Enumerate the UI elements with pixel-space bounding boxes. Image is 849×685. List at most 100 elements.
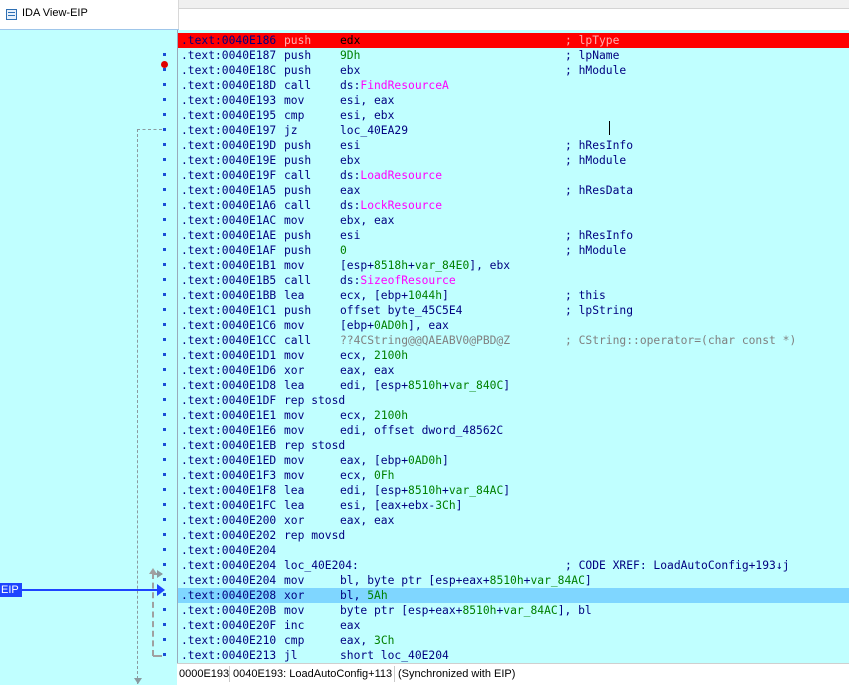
status-location: 0040E193: LoadAutoConfig+113	[233, 668, 393, 680]
line-operands[interactable]: offset byte_45C5E4	[340, 303, 462, 318]
code-line[interactable]: .text:0040E204	[178, 543, 849, 558]
operand-token: 3Ch	[435, 499, 456, 512]
line-operands[interactable]: eax, eax	[340, 513, 394, 528]
line-operands[interactable]: eax	[340, 618, 360, 633]
breakpoint-icon[interactable]	[161, 61, 168, 68]
line-operands[interactable]: ecx, [ebp+1044h]	[340, 288, 449, 303]
line-operands[interactable]: edi, offset dword_48562C	[340, 423, 503, 438]
line-operands[interactable]: 0	[340, 243, 347, 258]
line-operands[interactable]: eax, [ebp+0AD0h]	[340, 453, 449, 468]
operand-token: 8510h	[408, 484, 443, 497]
operand-token: bl,	[340, 589, 368, 602]
line-operands[interactable]: bl, byte ptr [esp+eax+8510h+var_84AC]	[340, 573, 592, 588]
line-dot-icon	[163, 443, 166, 446]
line-operands[interactable]: ds:SizeofResource	[340, 273, 456, 288]
line-address: .text:0040E1AC	[181, 214, 277, 227]
line-operands[interactable]: esi, eax	[340, 93, 394, 108]
line-address: .text:0040E1C6	[181, 319, 277, 332]
line-dot-icon	[163, 68, 166, 71]
line-operands[interactable]: bl, 5Ah	[340, 588, 388, 603]
line-operands[interactable]: ecx, 2100h	[340, 348, 408, 363]
line-operands[interactable]: esi, ebx	[340, 108, 394, 123]
line-operands[interactable]: ??4CString@@QAEABV0@PBD@Z	[340, 333, 510, 348]
line-operands[interactable]: edi, [esp+8510h+var_84AC]	[340, 483, 510, 498]
line-operands[interactable]: eax, 3Ch	[340, 633, 394, 648]
line-operands[interactable]: [ebp+0AD0h], eax	[340, 318, 449, 333]
line-operands[interactable]: eax	[340, 183, 360, 198]
line-operands[interactable]: ebx	[340, 63, 360, 78]
eip-arrow-line	[22, 589, 158, 591]
line-operands[interactable]: esi, [eax+ebx-3Ch]	[340, 498, 462, 513]
line-operands[interactable]: loc_40EA29	[340, 123, 408, 138]
line-address: .text:0040E1D8	[181, 379, 277, 392]
loop-arrow-up-icon	[149, 568, 157, 574]
line-operands[interactable]: ds:LockResource	[340, 198, 442, 213]
line-operands[interactable]: ebx	[340, 153, 360, 168]
line-operands[interactable]: esi	[340, 138, 360, 153]
line-operands[interactable]: ds:FindResourceA	[340, 78, 449, 93]
line-operands[interactable]: esi	[340, 228, 360, 243]
operand-token: bl, byte ptr [esp+eax+	[340, 574, 490, 587]
line-operands[interactable]: ecx, 0Fh	[340, 468, 394, 483]
operand-token: LockResource	[360, 199, 443, 212]
line-operands[interactable]: ebx, eax	[340, 213, 394, 228]
line-operands[interactable]: short loc_40E204	[340, 648, 449, 663]
line-operands[interactable]: eax, eax	[340, 363, 394, 378]
operand-token: 0	[340, 244, 347, 257]
line-operands[interactable]: 9Dh	[340, 48, 360, 63]
tab-ida-view-eip[interactable]: IDA View-EIP	[0, 0, 179, 30]
line-operands[interactable]: [esp+8518h+var_84E0], ebx	[340, 258, 510, 273]
line-mnemonic: push	[284, 244, 312, 257]
line-operands[interactable]: byte ptr [esp+eax+8510h+var_84AC], bl	[340, 603, 592, 618]
line-dot-icon	[163, 323, 166, 326]
line-address: .text:0040E1D1	[181, 349, 277, 362]
operand-token: ds:	[340, 199, 361, 212]
line-operands[interactable]: ds:LoadResource	[340, 168, 442, 183]
line-operands[interactable]: edi, [esp+8510h+var_840C]	[340, 378, 510, 393]
line-operands[interactable]: ecx, 2100h	[340, 408, 408, 423]
line-operands[interactable]: edx	[340, 33, 360, 48]
